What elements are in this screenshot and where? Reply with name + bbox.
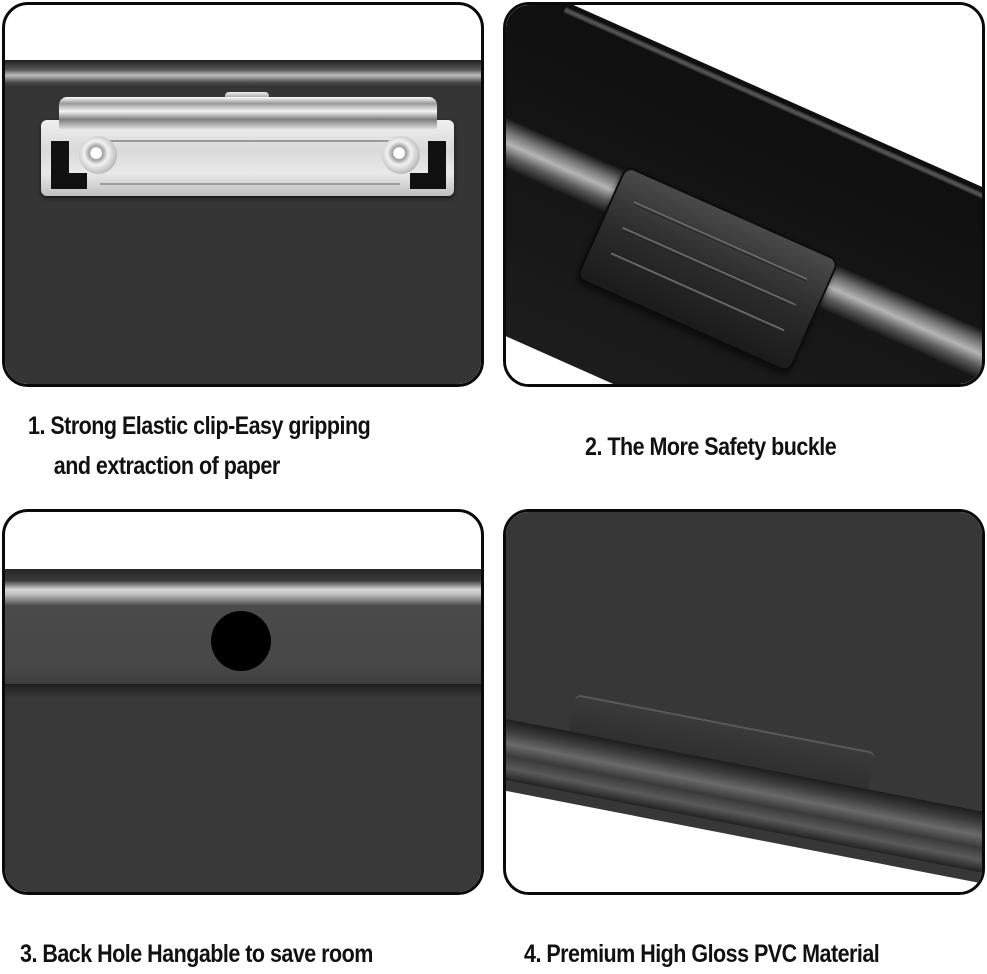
caption-clip: 1. Strong Elastic clip-Easy gripping and… — [28, 406, 371, 486]
rail-edge — [5, 684, 481, 698]
caption-buckle: 2. The More Safety buckle — [585, 433, 837, 461]
clip-bracket-foot-left — [51, 173, 87, 189]
caption-line: 1. Strong Elastic clip-Easy gripping — [28, 412, 371, 440]
hanging-hole-feature-image — [2, 509, 484, 895]
caption-hole: 3. Back Hole Hangable to save room — [20, 940, 373, 968]
clip-feature-image — [2, 2, 484, 387]
hanging-hole-icon — [211, 611, 271, 671]
clip-bracket-foot-right — [410, 173, 446, 189]
metal-clip-lever — [59, 97, 437, 129]
clip-knob — [225, 92, 269, 100]
clip-groove — [100, 140, 400, 142]
caption-material: 4. Premium High Gloss PVC Material — [524, 940, 880, 968]
buckle-rib — [621, 226, 797, 307]
buckle-feature-image — [503, 2, 985, 387]
rivet-icon — [79, 136, 117, 174]
clipboard-rail — [5, 60, 481, 88]
rivet-icon — [382, 136, 420, 174]
pvc-material-feature-image — [503, 509, 985, 895]
clip-groove — [100, 183, 400, 185]
caption-line: and extraction of paper — [53, 452, 280, 480]
